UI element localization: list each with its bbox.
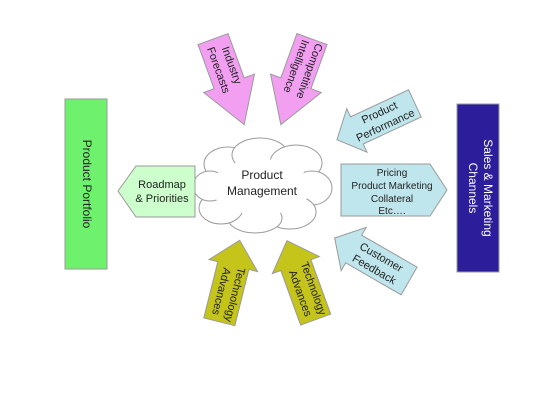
cloud-line2: Management: [227, 184, 298, 198]
product-portfolio-rect: [64, 98, 108, 270]
sales-marketing-line2: Channels: [466, 163, 480, 214]
product-portfolio-label: Product Portfolio: [80, 140, 94, 229]
pricing-line3: Collateral: [371, 194, 413, 205]
product-portfolio-box: Product Portfolio: [64, 98, 108, 270]
technology-advances-arrow-1: Technology Advances: [203, 239, 259, 327]
roadmap-priorities-arrow: Roadmap & Priorities: [117, 165, 196, 218]
roadmap-line1: Roadmap: [138, 179, 186, 191]
product-performance-arrow: Product Performance: [336, 89, 422, 154]
sales-marketing-line1: Sales & Marketing: [481, 139, 495, 236]
product-management-cloud: Product Management: [192, 137, 333, 234]
customer-feedback-arrow: Customer Feedback: [334, 226, 418, 296]
sales-marketing-box: Sales & Marketing Channels: [456, 103, 500, 273]
pricing-line2: Product Marketing: [351, 181, 432, 192]
pricing-line4: Etc….: [378, 206, 405, 217]
pricing-line1: Pricing: [377, 168, 408, 179]
cloud-line1: Product: [241, 168, 283, 182]
roadmap-line2: & Priorities: [135, 193, 189, 205]
technology-advances-arrow-2: Technology Advances: [271, 239, 332, 326]
competitive-intelligence-arrow: Competitive Intelligence: [269, 32, 328, 126]
industry-forecasts-arrow: Industry Forecasts: [197, 32, 256, 126]
pricing-arrow: Pricing Product Marketing Collateral Etc…: [340, 163, 448, 217]
sales-marketing-rect: [456, 103, 500, 273]
